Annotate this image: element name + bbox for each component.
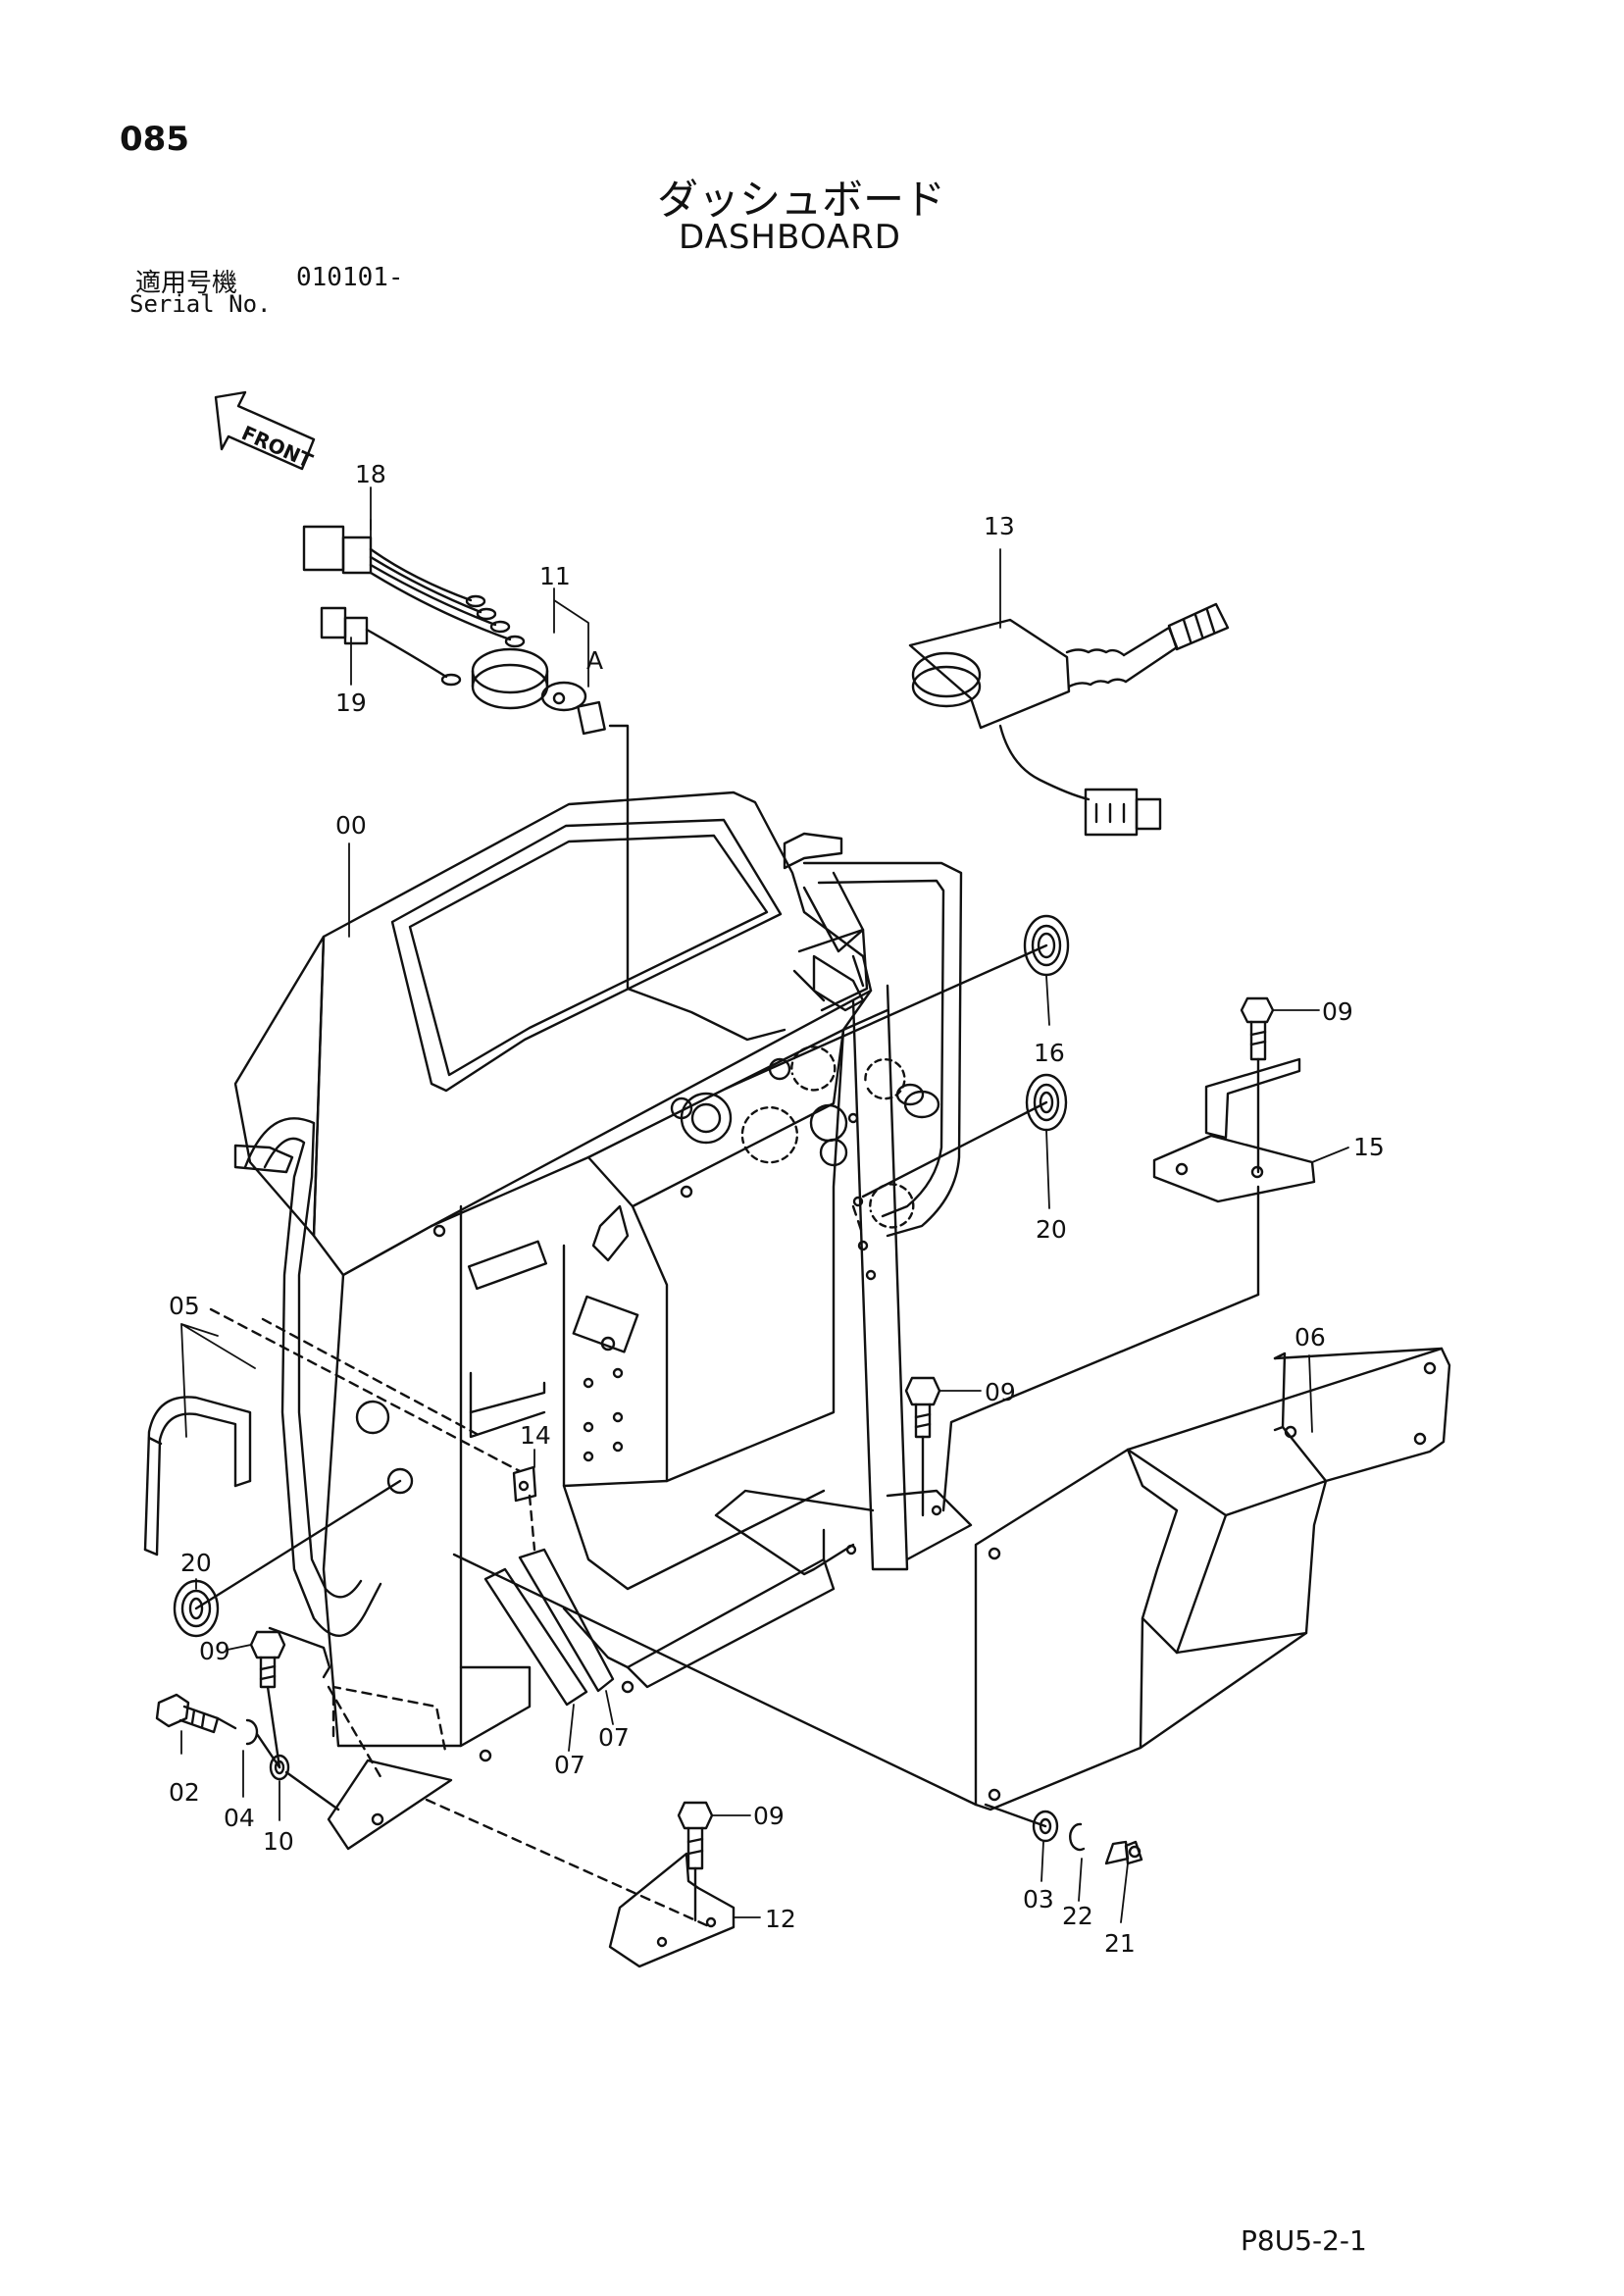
callout-09-left: 09 [199, 1637, 230, 1665]
document-code: P8U5-2-1 [1241, 2224, 1367, 2257]
callout-03: 03 [1023, 1885, 1054, 1913]
hidden-lines [209, 1204, 865, 1929]
assembly-lines [194, 724, 1260, 1922]
callout-00: 00 [335, 811, 367, 840]
bolt-09-top [1240, 996, 1275, 1061]
callout-20-left: 20 [180, 1549, 212, 1577]
callout-labels: 18 11 19 13 00 16 09 15 20 05 06 09 14 2… [169, 460, 1385, 1958]
plug-cap [895, 1083, 940, 1119]
callout-05: 05 [169, 1292, 200, 1320]
lock-washer-22 [1069, 1822, 1086, 1852]
callout-19: 19 [335, 689, 367, 717]
bolt-02 [155, 1693, 220, 1734]
lever-switch-13 [908, 602, 1230, 837]
title-english: DASHBOARD [679, 218, 901, 257]
harness-19 [320, 606, 462, 687]
callout-22: 22 [1062, 1902, 1093, 1930]
callout-09-bottom: 09 [753, 1802, 785, 1830]
cover-06 [974, 1347, 1451, 1811]
lock-washer-04 [245, 1718, 259, 1746]
grommet-20-right [1025, 1073, 1068, 1132]
bracket-15 [1152, 1057, 1316, 1203]
screw-21 [1104, 1840, 1143, 1865]
bottom-plate [327, 1759, 453, 1851]
callout-04: 04 [224, 1804, 255, 1832]
title-japanese: ダッシュボード [657, 176, 946, 224]
bolt-09-left [249, 1630, 286, 1689]
callout-18: 18 [355, 460, 386, 488]
bracket-12 [608, 1852, 736, 1968]
grommet-16 [1023, 914, 1070, 977]
washer-03 [1032, 1810, 1059, 1843]
dashboard-frame-00 [233, 791, 973, 1762]
serial-label-english: Serial No. [129, 290, 272, 318]
view-a-label: A [586, 646, 603, 675]
serial-label-japanese: 適用号機 [135, 269, 238, 298]
serial-value: 010101- [296, 263, 404, 292]
bolt-09-bottom [677, 1801, 714, 1870]
bracket-05 [143, 1396, 252, 1556]
callout-07-b: 07 [598, 1723, 630, 1752]
callout-11: 11 [539, 562, 571, 590]
callout-16: 16 [1034, 1039, 1065, 1067]
page-number: 085 [120, 120, 189, 159]
bolt-09-mid [904, 1376, 941, 1439]
leader-lines [180, 486, 1349, 1923]
callout-06: 06 [1294, 1323, 1326, 1352]
callout-15: 15 [1353, 1133, 1385, 1161]
callout-14: 14 [520, 1421, 551, 1450]
front-arrow-label: FRONT [238, 421, 317, 473]
callout-20-right: 20 [1036, 1215, 1067, 1244]
harness-18 [302, 525, 526, 648]
callout-12: 12 [765, 1905, 796, 1933]
callout-02: 02 [169, 1778, 200, 1807]
front-arrow-icon: FRONT [214, 390, 317, 473]
callout-13: 13 [984, 512, 1015, 540]
callout-09-top: 09 [1322, 997, 1353, 1026]
callout-07-a: 07 [554, 1751, 585, 1779]
clip-14 [512, 1465, 537, 1503]
callout-21: 21 [1104, 1929, 1136, 1958]
callout-10: 10 [263, 1827, 294, 1856]
key-switch-11 [471, 647, 606, 736]
strip-07-b [518, 1548, 615, 1693]
strip-07-a [483, 1567, 588, 1707]
callout-09-mid: 09 [985, 1378, 1016, 1406]
